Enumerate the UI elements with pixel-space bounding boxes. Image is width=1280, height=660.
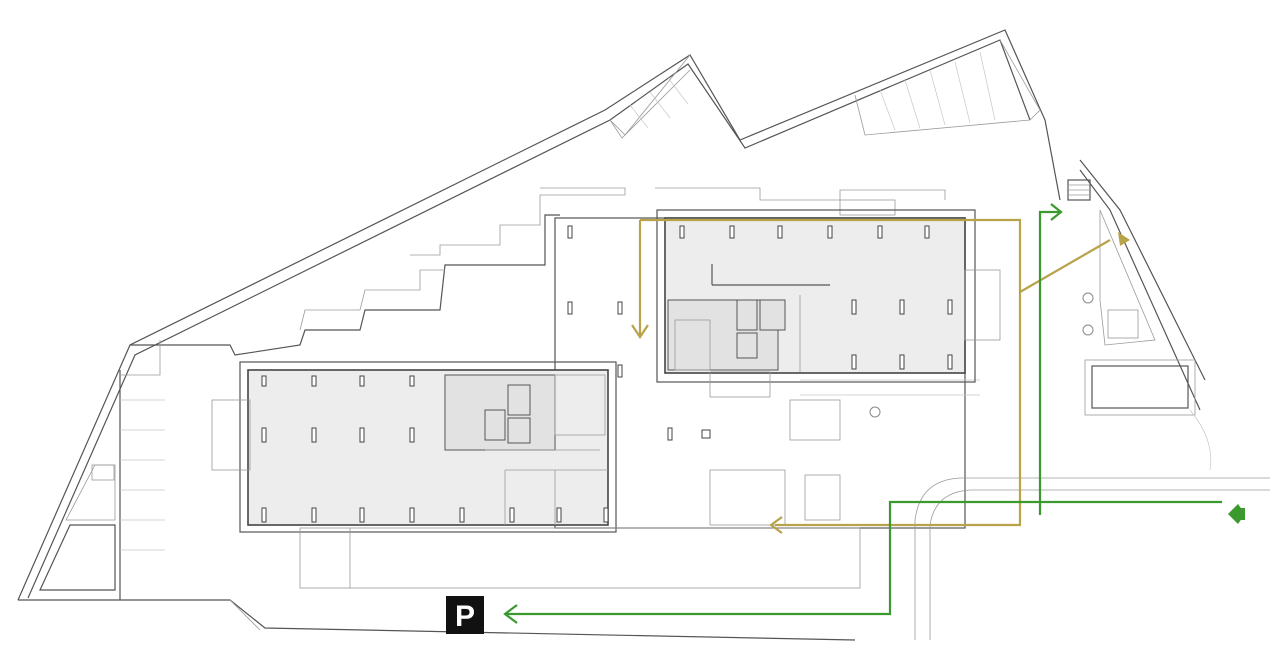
parking-sign-background — [446, 596, 484, 634]
terrace-steps — [130, 187, 946, 356]
parking-sign[interactable]: P — [446, 596, 484, 634]
north-parking-strip — [609, 39, 1041, 139]
east-building — [656, 209, 1001, 398]
parking-sign-label: P — [455, 600, 475, 633]
site-boundary — [17, 29, 1206, 641]
west-building-columns — [261, 375, 609, 523]
gold-arrow-icon — [1118, 232, 1130, 246]
west-parking — [39, 340, 165, 600]
east-building-columns — [679, 225, 953, 370]
west-building — [211, 361, 861, 589]
vehicle-route — [503, 203, 1245, 624]
green-arrow-entrance-icon[interactable] — [1228, 504, 1245, 524]
stair-icon — [1067, 179, 1091, 201]
wheelchair-icon — [869, 292, 1094, 418]
pedestrian-route — [631, 218, 1130, 534]
podium-columns — [567, 225, 711, 441]
